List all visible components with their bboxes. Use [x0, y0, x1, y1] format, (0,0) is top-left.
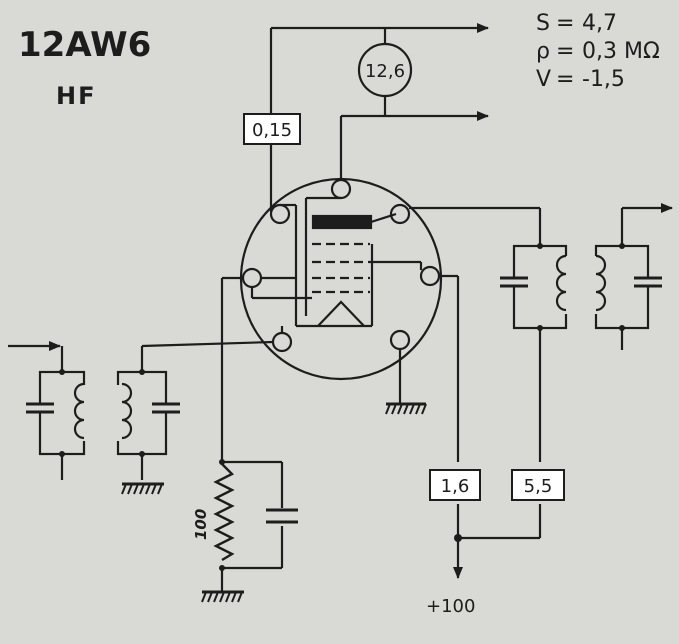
output-tank-circuit	[500, 254, 662, 314]
param-rho-value: 0,3 MΩ	[582, 39, 660, 64]
pin-upper-right	[389, 203, 411, 225]
cathode-heater	[317, 300, 365, 327]
svg-text:=: =	[556, 39, 574, 64]
param-v-symbol: V	[536, 67, 551, 92]
screen-current-box	[429, 469, 481, 501]
tube-parameters: S = 4,7 ρ = 0,3 MΩ V = -1,5	[536, 11, 660, 92]
pin-lower-left	[271, 331, 293, 353]
tube-mode: HF	[56, 82, 96, 110]
cathode-resistor-label: 100	[192, 509, 210, 540]
param-rho-symbol: ρ	[536, 39, 550, 64]
pin-upper-left	[269, 203, 291, 225]
svg-text:=: =	[556, 11, 574, 36]
param-s-symbol: S	[536, 11, 550, 36]
cathode-resistor	[212, 463, 235, 564]
anode-current-label: 5,5	[524, 476, 553, 497]
supply-voltage-label: +100	[426, 596, 475, 617]
input-tank-circuit	[26, 382, 180, 441]
anode-plate	[311, 214, 373, 230]
tube-name: 12AW6	[18, 25, 151, 65]
screen-current-label: 1,6	[441, 476, 470, 497]
svg-text:=: =	[556, 67, 574, 92]
heater-current-box	[243, 113, 301, 145]
pin-lower-right	[389, 329, 411, 351]
heater-voltage-label: 12,6	[365, 61, 405, 82]
param-s-value: 4,7	[582, 11, 617, 36]
anode-current-box	[511, 469, 565, 501]
pin-left	[241, 267, 263, 289]
pin-right	[419, 265, 441, 287]
heater-voltage-circle	[357, 42, 413, 98]
junction-dots	[59, 243, 625, 571]
pin-top	[330, 178, 352, 200]
ground-symbols	[121, 402, 427, 603]
param-v-value: -1,5	[582, 67, 625, 92]
cathode-capacitor	[266, 508, 298, 524]
heater-current-label: 0,15	[252, 120, 292, 141]
